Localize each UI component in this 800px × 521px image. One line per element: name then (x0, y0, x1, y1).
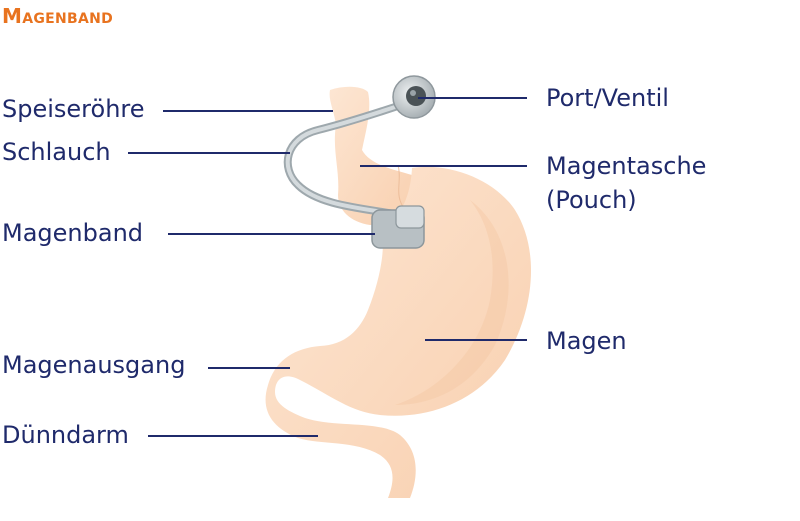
label-duenndarm: Dünndarm (2, 421, 129, 449)
label-speiseroehre: Speiseröhre (2, 95, 145, 123)
label-magenausgang: Magenausgang (2, 351, 186, 379)
tube-highlight (285, 102, 406, 216)
gastric-band (371, 205, 425, 249)
label-magenband: Magenband (2, 219, 144, 247)
stomach-shape (265, 166, 532, 498)
label-pouch: (Pouch) (546, 186, 637, 214)
diagram-title: Magenband (2, 4, 114, 28)
leader-lines (128, 97, 527, 437)
label-schlauch: Schlauch (2, 138, 111, 166)
stomach-shade (395, 200, 509, 405)
label-magen: Magen (546, 327, 627, 355)
label-port: Port/Ventil (546, 84, 669, 112)
label-magentasche: Magentasche (546, 152, 707, 180)
